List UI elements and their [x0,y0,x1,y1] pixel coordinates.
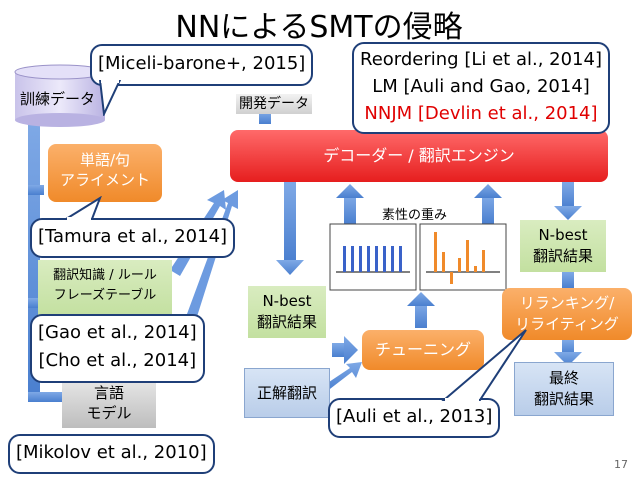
final-box: 最終 翻訳結果 [514,362,614,416]
arrow-reference-to-tuning [320,362,362,392]
weights-chart-left [329,223,417,291]
arrow-nbest-to-tuning [332,336,358,364]
arrow-nbest-to-rerank [562,272,574,288]
arrow-weights-up-left [336,184,364,224]
nbest-left-line2: 翻訳結果 [256,313,317,331]
callout-devlin-text: NNJM [Devlin et al., 2014] [364,103,598,124]
callout-mikolov: [Mikolov et al., 2010] [8,434,215,474]
alignment-box: 単語/句 アライメント [48,144,162,202]
dev-data-label: 開発データ [239,96,309,112]
callout-auli-gao-text: LM [Auli and Gao, 2014] [372,76,590,97]
alignment-line1: 単語/句 [79,151,131,169]
database-icon [14,64,106,127]
callout-auli2013: [Auli et al., 2013] [328,398,501,438]
dev-data-box: 開発データ [236,94,312,114]
lm-line2: モデル [86,404,132,422]
final-line1: 最終 [548,369,579,387]
slide-title: NNによるSMTの侵略 [175,10,463,45]
arrow-weights-up-right [474,184,502,224]
callout-miceli: [Miceli-barone+, 2015] [90,44,314,86]
tuning-box: チューニング [362,330,484,370]
callout-auli2013-tail [441,329,527,402]
alignment-line2: アライメント [59,171,150,189]
decoder-box: デコーダー / 翻訳エンジン [230,130,608,182]
lm-box: 言語 モデル [62,378,156,428]
callout-nn-features: Reordering [Li et al., 2014] LM [Auli an… [352,42,610,134]
knowledge-box: 翻訳知識 / ルール フレーズテーブル [38,260,172,316]
nbest-right-box: N-best 翻訳結果 [520,220,606,272]
training-data-db [14,64,106,128]
callout-gao-text: [Gao et al., 2014] [38,322,197,343]
arrow-decoder-to-nbest-right [554,182,582,220]
reference-box: 正解翻訳 [244,368,330,418]
arrow-decoder-to-nbest-left [276,182,304,275]
arrow-tuning-up [407,292,435,328]
feature-weights-label: 素性の重み [382,208,448,223]
arrow-rerank-to-final [554,340,582,366]
nbest-right-line2: 翻訳結果 [532,247,593,265]
callout-cho-text: [Cho et al., 2014] [38,350,197,371]
callout-tamura-tail [62,196,102,220]
callout-mikolov-text: [Mikolov et al., 2010] [16,442,207,463]
callout-miceli-text: [Miceli-barone+, 2015] [98,53,306,74]
callout-auli2013-text: [Auli et al., 2013] [336,406,493,427]
nbest-left-line1: N-best [262,292,312,310]
knowledge-line2: フレーズテーブル [53,288,157,303]
callout-li-text: Reordering [Li et al., 2014] [360,49,602,70]
page-number: 17 [614,458,628,471]
callout-gao-cho: [Gao et al., 2014] [Cho et al., 2014] [30,314,205,383]
arrow-dev-to-decoder [259,112,271,124]
training-data-label: 訓練データ [20,90,96,108]
callout-tamura: [Tamura et al., 2014] [30,218,236,258]
tuning-label: チューニング [374,340,471,359]
final-line2: 翻訳結果 [533,390,594,408]
callout-tamura-text: [Tamura et al., 2014] [38,226,228,247]
weights-chart-right [419,223,507,291]
nbest-right-line1: N-best [538,226,588,244]
knowledge-line1: 翻訳知識 / ルール [53,268,157,283]
lm-line1: 言語 [93,384,124,402]
decoder-label: デコーダー / 翻訳エンジン [323,146,515,165]
reranking-line1: リランキング/ [519,294,615,312]
callout-miceli-tail [98,80,122,116]
reranking-line2: リライティング [515,315,619,333]
nbest-left-box: N-best 翻訳結果 [248,286,326,338]
reference-label: 正解翻訳 [256,384,317,402]
